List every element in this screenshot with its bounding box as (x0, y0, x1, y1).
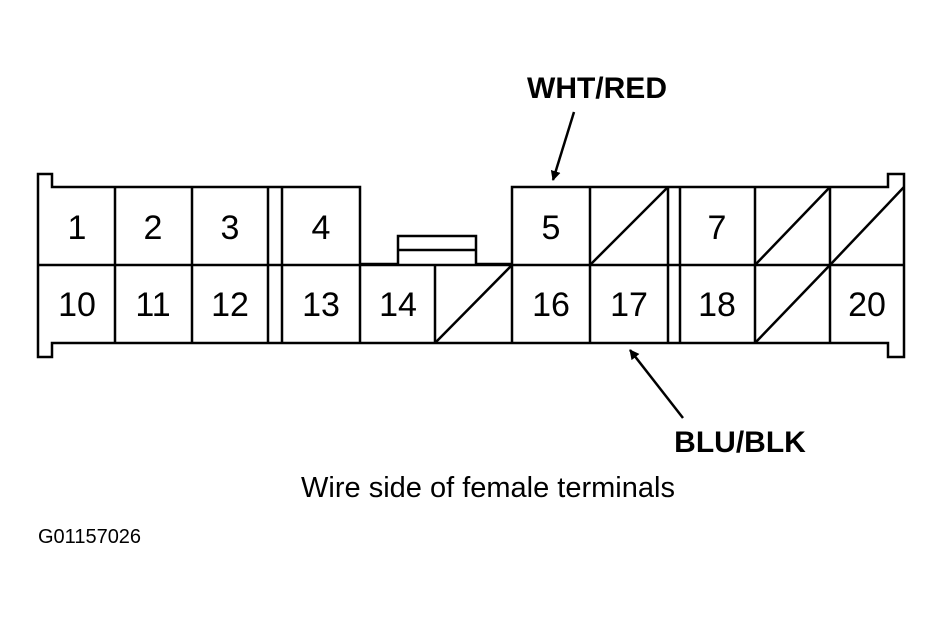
pin-7: 7 (708, 209, 727, 247)
pin-13: 13 (302, 286, 340, 324)
pin-14: 14 (379, 286, 417, 324)
pin-numbers: 1 2 3 4 5 7 10 11 12 13 14 16 17 18 20 (58, 209, 886, 324)
empty-cavity-15 (434, 264, 513, 344)
empty-cavity-19 (754, 264, 831, 344)
pin-3: 3 (221, 209, 240, 247)
pin-16: 16 (532, 286, 570, 324)
wire-label-top: WHT/RED (527, 72, 667, 105)
empty-cavity-9 (829, 186, 905, 266)
pin-2: 2 (144, 209, 163, 247)
pin-11: 11 (135, 286, 170, 324)
diagram-caption: Wire side of female terminals (301, 472, 675, 504)
figure-code: G01157026 (38, 526, 141, 548)
pin-18: 18 (698, 286, 736, 324)
pin-1: 1 (68, 209, 87, 247)
empty-cavity-diagonals (434, 186, 905, 344)
arrow-bottom (629, 349, 684, 419)
pin-5: 5 (542, 209, 561, 247)
pin-17: 17 (610, 286, 648, 324)
pin-20: 20 (848, 286, 886, 324)
pin-10: 10 (58, 286, 96, 324)
pin-12: 12 (211, 286, 249, 324)
empty-cavity-8 (754, 186, 831, 266)
empty-cavity-6 (589, 186, 669, 266)
wire-callouts: WHT/RED BLU/BLK (527, 72, 806, 459)
arrow-top (550, 111, 576, 181)
connector-housing (36, 172, 906, 359)
wire-label-bottom: BLU/BLK (674, 426, 806, 459)
pin-4: 4 (312, 209, 331, 247)
